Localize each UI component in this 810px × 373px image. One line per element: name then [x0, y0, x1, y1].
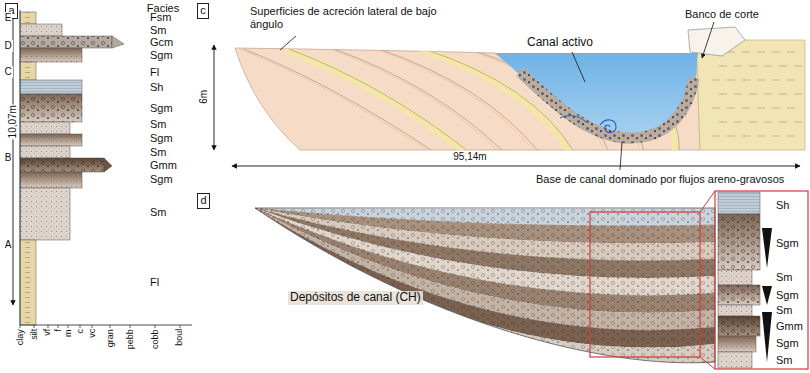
unit-letter: C: [3, 66, 12, 78]
facies-code: Sm: [150, 146, 167, 159]
panel-letter-box: c: [197, 3, 209, 19]
facies-code: Sh: [776, 199, 789, 212]
facies-code: Sh: [150, 81, 163, 94]
unit-letter: B: [4, 152, 13, 164]
grain-size-label: silt: [29, 329, 39, 340]
grain-size-label: gran: [105, 329, 115, 347]
facies-code: Gcm: [150, 36, 173, 49]
facies-code: Sm: [776, 304, 793, 317]
grain-size-label: c: [75, 329, 85, 334]
facies-code: Gmm: [776, 320, 803, 333]
bank-label: Banco de corte: [685, 8, 759, 21]
panel-letter: d: [198, 194, 209, 206]
facies-code: Gmm: [150, 159, 177, 172]
facies-code: Sm: [776, 271, 793, 284]
facies-code: Sgm: [150, 173, 173, 186]
height-dimension: 6m: [198, 90, 210, 104]
unit-letter: E: [4, 12, 13, 24]
facies-code: Sm: [150, 24, 167, 37]
channel-base-label: Base de canal dominado por flujos areno-…: [536, 173, 784, 186]
facies-code: Sm: [776, 354, 793, 367]
facies-code: Sgm: [776, 237, 799, 250]
facies-code: Sgm: [776, 337, 799, 350]
facies-code: Sgm: [776, 289, 799, 302]
facies-code: Sgm: [150, 132, 173, 145]
channel-deposit-label: Depósitos de canal (CH): [288, 291, 423, 305]
surface-label: Superficies de acreción lateral de bajo …: [250, 5, 440, 30]
width-dimension: 95,14m: [452, 151, 487, 163]
facies-code: Fl: [150, 66, 159, 79]
panel-letter: c: [198, 4, 208, 16]
thickness-dimension: 10,07m: [7, 104, 19, 139]
unit-letter: A: [4, 239, 13, 251]
unit-letter: D: [3, 40, 12, 52]
facies-code: Fsm: [150, 11, 171, 24]
facies-code: Fl: [150, 276, 159, 289]
panel-letter-box: d: [197, 193, 210, 209]
facies-code: Sm: [150, 206, 167, 219]
facies-code: Sgm: [150, 49, 173, 62]
facies-code: Sgm: [150, 102, 173, 115]
grain-size-label: cobb: [150, 329, 160, 349]
grain-size-label: vf: [43, 329, 53, 336]
grain-size-label: f: [53, 329, 63, 332]
facies-code: Sm: [150, 118, 167, 131]
grain-size-label: boul: [175, 329, 185, 346]
grain-size-label: pebb: [125, 329, 135, 349]
grain-size-label: vc: [87, 329, 97, 338]
channel-label: Canal activo: [527, 36, 593, 50]
grain-size-label: m: [63, 329, 73, 337]
grain-size-label: clay: [15, 329, 25, 345]
